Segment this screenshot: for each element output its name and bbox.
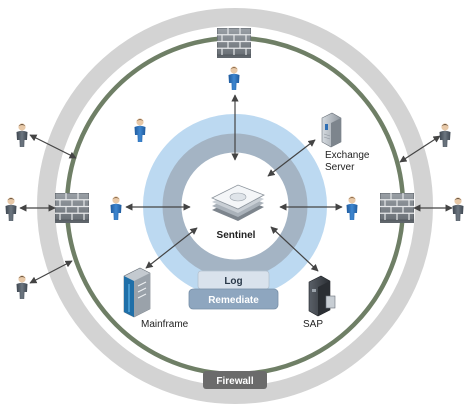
arrow-sap-sentinel bbox=[270, 226, 319, 272]
arrow-exchange-sentinel bbox=[267, 139, 316, 177]
exchange-server-label-line2: Server bbox=[325, 162, 355, 173]
firewall-badge: Firewall bbox=[203, 371, 267, 389]
user-icon bbox=[228, 66, 240, 90]
mainframe-icon bbox=[123, 267, 151, 318]
sentinel-label: Sentinel bbox=[217, 230, 256, 241]
firewall-label: Firewall bbox=[216, 376, 253, 387]
firewall-left bbox=[55, 193, 89, 223]
user-icon bbox=[134, 118, 146, 142]
user-icon bbox=[346, 196, 358, 220]
log-badge: Log bbox=[197, 270, 270, 290]
user-icon bbox=[16, 275, 28, 299]
server-icon bbox=[321, 112, 342, 148]
arrow-outer-user-1 bbox=[29, 134, 77, 159]
firewall-right bbox=[380, 193, 414, 223]
user-icon bbox=[5, 197, 17, 221]
arrow-outer-user-3 bbox=[29, 260, 73, 284]
remediate-badge: Remediate bbox=[188, 288, 279, 310]
user-icon bbox=[16, 123, 28, 147]
connections bbox=[19, 94, 453, 284]
log-label: Log bbox=[224, 276, 242, 287]
user-icon bbox=[110, 196, 122, 220]
remediate-label: Remediate bbox=[208, 295, 259, 306]
arrow-mainframe-sentinel bbox=[145, 227, 198, 269]
exchange-server-label-line1: Exchange bbox=[325, 150, 370, 161]
sentinel-appliance-icon bbox=[211, 184, 265, 221]
sap-label: SAP bbox=[303, 319, 323, 330]
user-icon bbox=[439, 123, 451, 147]
server-icon bbox=[308, 275, 336, 317]
arrow-outer-user-4 bbox=[399, 135, 441, 163]
mainframe-label: Mainframe bbox=[141, 319, 189, 330]
user-icon bbox=[452, 197, 464, 221]
firewall-top bbox=[217, 28, 251, 58]
